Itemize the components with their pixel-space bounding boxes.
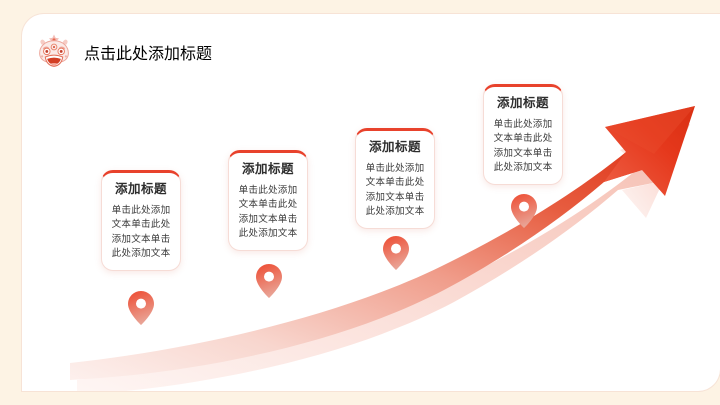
card-1-line-2: 文本单击此处 bbox=[111, 219, 171, 231]
card-2-line-3: 添加文本单击 bbox=[238, 213, 298, 225]
card-3-line-4: 此处添加文本 bbox=[365, 206, 425, 218]
map-pin-icon-1[interactable] bbox=[128, 291, 154, 325]
step-card-3-title: 添加标题 bbox=[368, 140, 421, 154]
card-1-line-3: 添加文本单击 bbox=[111, 233, 171, 245]
step-card-3[interactable]: 添加标题 单击此处添加 文本单击此处 添加文本单击 此处添加文本 bbox=[355, 128, 435, 229]
map-pin-icon-4[interactable] bbox=[511, 194, 537, 228]
card-3-line-1: 单击此处添加 bbox=[365, 162, 425, 174]
step-card-1-body: 单击此处添加 文本单击此处 添加文本单击 此处添加文本 bbox=[109, 204, 173, 262]
card-4-line-3: 添加文本单击 bbox=[493, 147, 553, 159]
card-4-line-1: 单击此处添加 bbox=[493, 118, 553, 130]
step-card-2[interactable]: 添加标题 单击此处添加 文本单击此处 添加文本单击 此处添加文本 bbox=[228, 150, 308, 251]
step-card-4[interactable]: 添加标题 单击此处添加 文本单击此处 添加文本单击 此处添加文本 bbox=[483, 84, 563, 185]
map-pin-icon-2[interactable] bbox=[256, 264, 282, 298]
card-2-line-1: 单击此处添加 bbox=[238, 184, 298, 196]
card-4-line-2: 文本单击此处 bbox=[493, 133, 553, 145]
step-card-1-title: 添加标题 bbox=[114, 182, 167, 196]
card-1-line-1: 单击此处添加 bbox=[111, 204, 171, 216]
step-card-4-title: 添加标题 bbox=[496, 96, 549, 110]
slide-header: 点击此处添加标题 bbox=[34, 32, 212, 72]
card-3-line-3: 添加文本单击 bbox=[365, 191, 425, 203]
lion-dance-head-icon bbox=[39, 34, 69, 67]
card-1-line-4: 此处添加文本 bbox=[111, 248, 171, 260]
card-2-line-2: 文本单击此处 bbox=[238, 199, 298, 211]
card-3-line-2: 文本单击此处 bbox=[365, 177, 425, 189]
page-title: 点击此处添加标题 bbox=[84, 46, 213, 63]
card-4-line-4: 此处添加文本 bbox=[493, 162, 553, 174]
step-card-2-title: 添加标题 bbox=[241, 162, 294, 176]
map-pin-icon-3[interactable] bbox=[383, 236, 409, 270]
card-2-line-4: 此处添加文本 bbox=[238, 228, 298, 240]
step-card-1[interactable]: 添加标题 单击此处添加 文本单击此处 添加文本单击 此处添加文本 bbox=[101, 170, 181, 271]
step-card-4-body: 单击此处添加 文本单击此处 添加文本单击 此处添加文本 bbox=[491, 118, 555, 176]
content-panel: 点击此处添加标题 bbox=[22, 14, 720, 391]
step-card-3-body: 单击此处添加 文本单击此处 添加文本单击 此处添加文本 bbox=[363, 162, 427, 220]
step-card-2-body: 单击此处添加 文本单击此处 添加文本单击 此处添加文本 bbox=[236, 184, 300, 242]
